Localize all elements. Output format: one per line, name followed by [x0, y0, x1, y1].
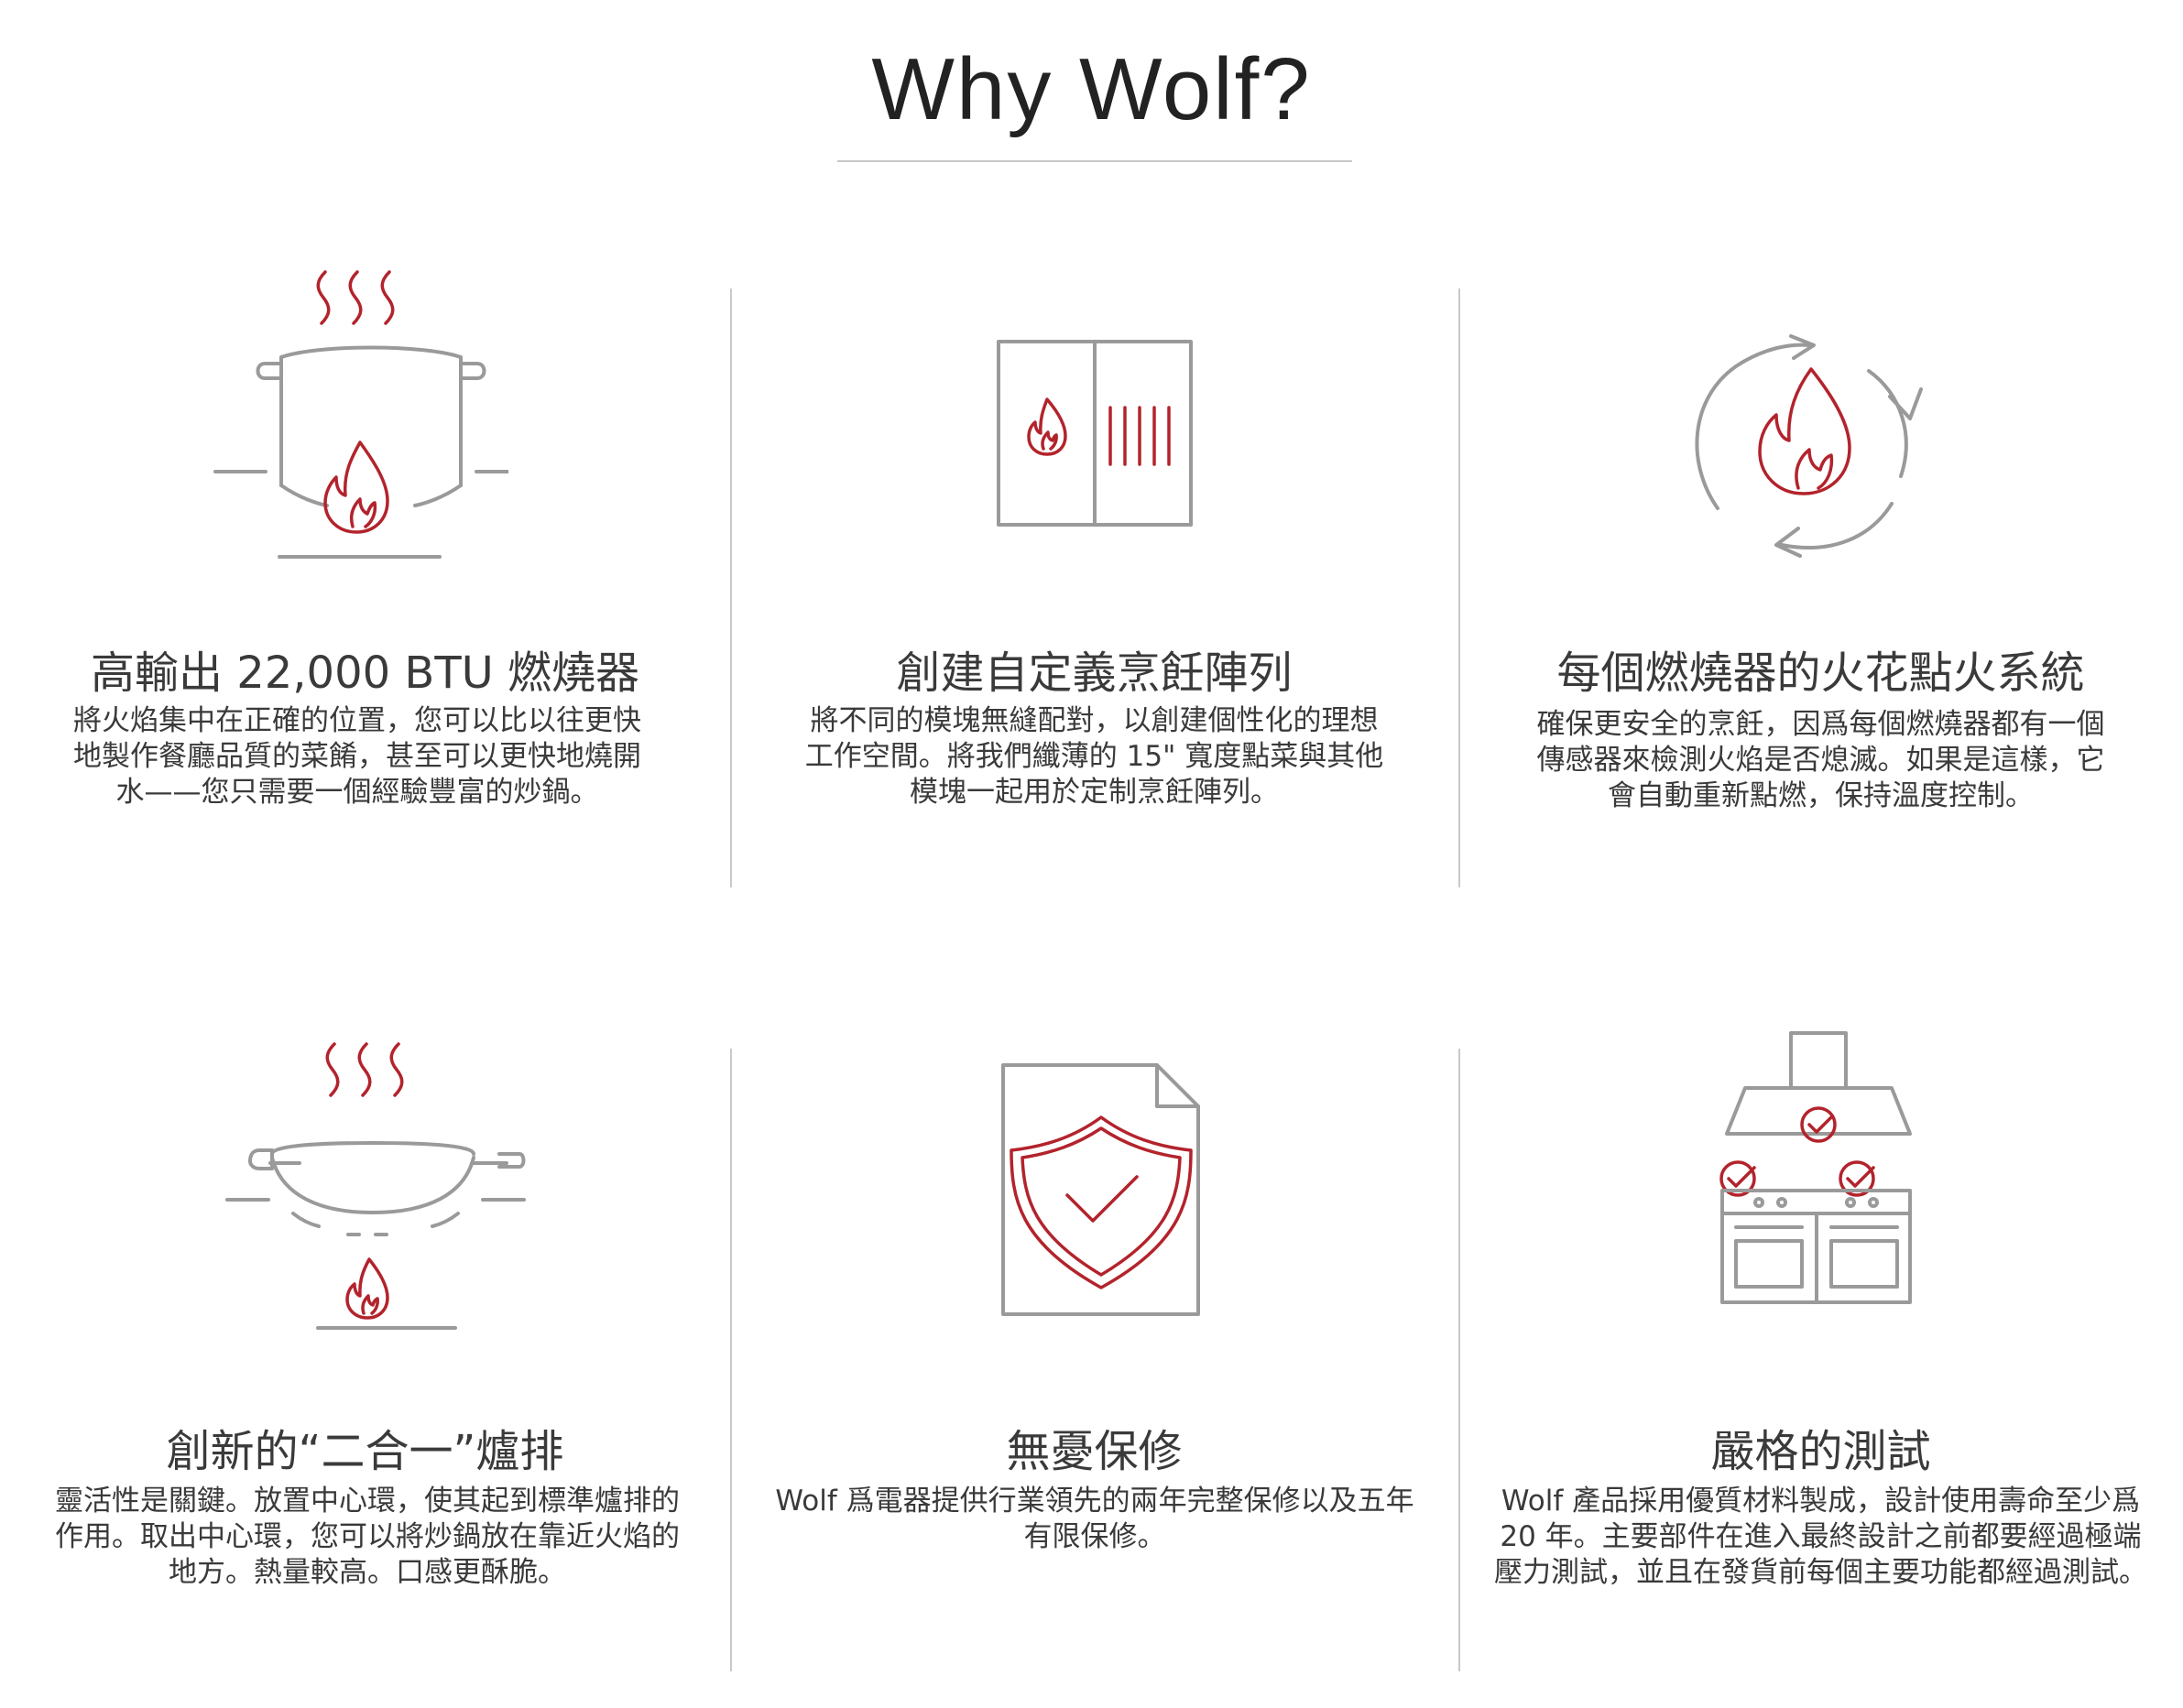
feature-heading: 創新的“二合一”爐排 — [166, 1425, 564, 1477]
column-divider — [1458, 288, 1460, 887]
column-divider — [730, 288, 732, 887]
feature-description: Wolf 爲電器提供行業領先的兩年完整保修以及五年有限保修。 — [775, 1485, 1414, 1553]
page-title: Why Wolf? — [871, 40, 1312, 138]
reignition-cycle-icon — [1681, 334, 1937, 568]
modular-cooktop-icon — [994, 339, 1195, 531]
feature-heading: 無憂保修 — [1006, 1425, 1183, 1477]
stockpot-flame-icon — [206, 261, 529, 563]
feature-description: 將火焰集中在正確的位置，您可以比以往更快地製作餐廳品質的菜餚，甚至可以更快地燒開… — [73, 704, 641, 809]
feature-heading: 高輸出 22,000 BTU 燃燒器 — [90, 647, 640, 699]
column-divider — [730, 1049, 732, 1671]
feature-description: Wolf 產品採用優質材料製成，設計使用壽命至少爲 20 年。主要部件在進入最終… — [1494, 1485, 2147, 1589]
feature-description: 確保更安全的烹飪，因爲每個燃燒器都有一個傳感器來檢測火焰是否熄滅。如果是這樣，它… — [1536, 708, 2105, 812]
feature-description: 靈活性是關鍵。放置中心環，使其起到標準爐排的作用。取出中心環，您可以將炒鍋放在靠… — [55, 1485, 680, 1589]
feature-description: 將不同的模塊無縫配對，以創建個性化的理想工作空間。將我們纖薄的 15" 寬度點菜… — [804, 704, 1384, 809]
feature-heading: 嚴格的測試 — [1710, 1425, 1931, 1477]
warranty-shield-icon — [999, 1062, 1205, 1319]
title-divider — [837, 160, 1352, 162]
wok-grate-icon — [224, 1035, 527, 1337]
column-divider — [1458, 1049, 1460, 1671]
feature-heading: 每個燃燒器的火花點火系統 — [1556, 647, 2085, 699]
feature-heading: 創建自定義烹飪陣列 — [896, 647, 1293, 699]
tested-range-icon — [1718, 1030, 1915, 1305]
